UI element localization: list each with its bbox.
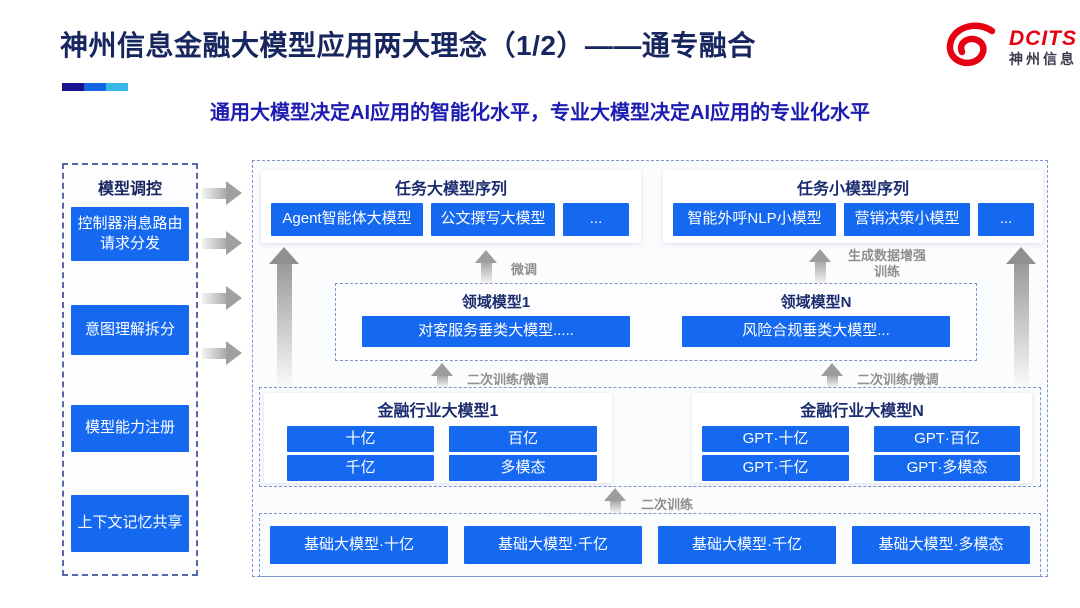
- industry-model-panel-1: 金融行业大模型1 十亿 百亿 千亿 多模态: [264, 393, 612, 483]
- model-box-risk-compliance: 风险合规垂类大模型...: [682, 316, 950, 347]
- scale-box: 多模态: [449, 455, 597, 481]
- fine-tune-label: 微调: [511, 262, 538, 277]
- retrain-finetune-label: 二次训练/微调: [467, 372, 549, 387]
- flow-arrow-right: [202, 231, 242, 255]
- scale-box: GPT·多模态: [874, 455, 1020, 481]
- scale-box: GPT·十亿: [702, 426, 849, 452]
- underline-segment: [106, 83, 128, 91]
- dcits-company-text: 神州信息: [1009, 50, 1077, 67]
- model-control-title: 模型调控: [97, 181, 162, 198]
- gen-data-augment-label: 生成数据增强训练: [847, 248, 926, 280]
- model-box-more: ...: [563, 203, 629, 236]
- retrain-finetune-label: 二次训练/微调: [857, 372, 939, 387]
- task-large-model-panel: 任务大模型序列 Agent智能体大模型 公文撰写大模型 ...: [261, 170, 641, 243]
- underline-segment: [84, 83, 106, 91]
- title-underline: [62, 83, 128, 91]
- domain-model-title: 领域模型1: [461, 294, 531, 311]
- base-model-box: 基础大模型·千亿: [464, 526, 642, 564]
- scale-box: 千亿: [287, 455, 434, 481]
- scale-box: GPT·千亿: [702, 455, 849, 481]
- flow-arrow-up-tall: [1006, 247, 1036, 387]
- sidebar-item-intent: 意图理解拆分: [71, 305, 189, 355]
- flow-arrow-right: [202, 286, 242, 310]
- domain-model-title: 领域模型N: [780, 294, 852, 311]
- flow-arrow-up: [603, 488, 627, 513]
- scale-box: 十亿: [287, 426, 434, 452]
- model-control-panel: 模型调控 控制器消息路由请求分发 意图理解拆分 模型能力注册 上下文记忆共享: [62, 163, 198, 576]
- industry-models-container: 金融行业大模型1 十亿 百亿 千亿 多模态 金融行业大模型N GPT·十亿 GP…: [259, 387, 1041, 487]
- flow-arrow-up: [431, 363, 453, 387]
- base-model-box: 基础大模型·千亿: [658, 526, 836, 564]
- domain-model-group-n: 领域模型N 风险合规垂类大模型...: [656, 284, 976, 360]
- industry-model-title: 金融行业大模型N: [800, 403, 924, 420]
- sidebar-item-context: 上下文记忆共享: [71, 495, 189, 552]
- flow-arrow-up-tall: [269, 247, 299, 387]
- page-title: 神州信息金融大模型应用两大理念（1/2）——通专融合: [60, 30, 756, 61]
- base-model-box: 基础大模型·十亿: [270, 526, 448, 564]
- model-box-document: 公文撰写大模型: [431, 203, 555, 236]
- model-box-marketing: 营销决策小模型: [844, 203, 970, 236]
- sidebar-item-register: 模型能力注册: [71, 405, 189, 452]
- dcits-logo: DCITS 神州信息: [942, 20, 1077, 74]
- domain-model-group-1: 领域模型1 对客服务垂类大模型.....: [336, 284, 656, 360]
- sidebar-item-router: 控制器消息路由请求分发: [71, 207, 189, 261]
- task-large-title: 任务大模型序列: [394, 181, 507, 198]
- flow-arrow-up: [809, 249, 831, 283]
- task-small-model-panel: 任务小模型序列 智能外呼NLP小模型 营销决策小模型 ...: [663, 170, 1043, 243]
- base-models-container: 基础大模型·十亿 基础大模型·千亿 基础大模型·千亿 基础大模型·多模态: [259, 513, 1041, 577]
- base-model-box: 基础大模型·多模态: [852, 526, 1030, 564]
- industry-model-panel-n: 金融行业大模型N GPT·十亿 GPT·百亿 GPT·千亿 GPT·多模态: [692, 393, 1032, 483]
- model-box-agent: Agent智能体大模型: [271, 203, 423, 236]
- model-box-customer-service: 对客服务垂类大模型.....: [362, 316, 630, 347]
- scale-box: 百亿: [449, 426, 597, 452]
- retrain-label: 二次训练: [641, 497, 694, 512]
- flow-arrow-right: [202, 181, 242, 205]
- industry-model-title: 金融行业大模型1: [377, 403, 499, 420]
- scale-box: GPT·百亿: [874, 426, 1020, 452]
- underline-segment: [62, 83, 84, 91]
- model-box-more: ...: [978, 203, 1034, 236]
- model-architecture-diagram: 任务大模型序列 Agent智能体大模型 公文撰写大模型 ... 任务小模型序列 …: [252, 160, 1048, 577]
- slide-subtitle: 通用大模型决定AI应用的智能化水平，专业大模型决定AI应用的专业化水平: [210, 102, 870, 124]
- flow-arrow-up: [475, 250, 497, 283]
- flow-arrow-right: [202, 341, 242, 365]
- dcits-swirl-icon: [946, 22, 996, 67]
- task-small-title: 任务小模型序列: [796, 181, 909, 198]
- dcits-brand-text: DCITS: [1009, 26, 1077, 50]
- domain-models-container: 领域模型1 对客服务垂类大模型..... 领域模型N 风险合规垂类大模型...: [335, 283, 977, 361]
- flow-arrow-up: [821, 363, 843, 387]
- model-box-nlp-call: 智能外呼NLP小模型: [673, 203, 836, 236]
